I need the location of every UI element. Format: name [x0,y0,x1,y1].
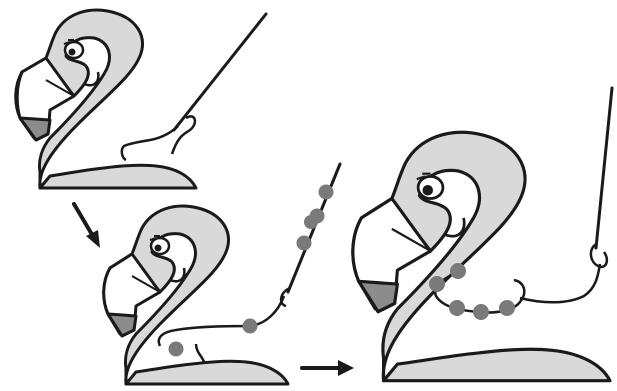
beak-tip [108,314,136,336]
flamingo-base [126,361,288,384]
pupil [423,185,433,195]
flamingo-base [40,165,196,188]
flamingo-base [384,349,610,381]
step-2 [104,164,340,384]
bead-necklace-4 [473,304,489,320]
beak-tip [20,118,50,140]
flamingo-figure-step-2 [104,206,288,384]
thread [122,126,178,160]
bead-necklace-1 [450,263,466,279]
needle-loop [591,244,607,267]
needle [174,14,266,130]
flamingo-figure-step-3 [353,132,610,380]
bead-necklace-5 [499,300,515,316]
flamingo-figure-step-1 [16,10,196,188]
step-1 [16,10,266,188]
bead-thread-1 [319,185,334,200]
pupil [155,245,162,252]
bead-necklace-3 [449,300,465,316]
beak-tip [359,281,398,311]
thread-loop [172,116,195,154]
step-3 [353,88,612,381]
arrow-right [302,360,354,376]
bead-thread-4 [297,236,312,251]
bead-thread-3 [304,215,318,229]
pulled-thread [520,264,600,302]
pupil [69,49,76,56]
arrow-down [74,204,100,248]
bead-neck-2 [243,319,258,334]
needle-step-1 [122,14,266,160]
bead-neck-1 [169,342,184,357]
bead-necklace-2 [429,276,445,292]
neck-thread-tail [196,344,204,362]
needle [596,88,612,248]
